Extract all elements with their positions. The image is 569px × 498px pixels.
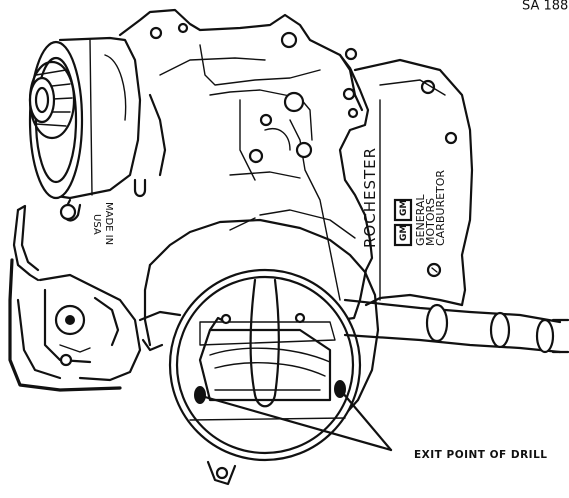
gm-badge: GM GM <box>393 198 413 247</box>
gm-badge-mark-bottom: GM <box>399 200 409 216</box>
choke-linkage <box>8 198 182 392</box>
brand-text: ROCHESTER <box>361 147 379 248</box>
drill-exit-hole-left <box>194 386 206 404</box>
callout-leaders <box>203 390 393 452</box>
badge-line-3: CARBURETOR <box>434 170 447 246</box>
carburetor-body <box>118 8 458 324</box>
badge-line-1: GENERAL <box>414 194 427 246</box>
made-in-line-2: USA <box>91 214 102 235</box>
gm-badge-mark-top: GM <box>399 225 409 241</box>
throttle-shaft <box>343 298 569 354</box>
choke-housing <box>28 36 147 200</box>
badge-line-2: MOTORS <box>424 198 437 246</box>
throttle-bore <box>141 218 380 486</box>
side-plate: ROCHESTER GM GM GENERAL MOTORS CARBURETO… <box>353 58 474 307</box>
callout-label: EXIT POINT OF DRILL <box>414 449 547 461</box>
figure-number: SA 1880 <box>522 0 569 14</box>
made-in-line-1: MADE IN <box>103 202 114 245</box>
